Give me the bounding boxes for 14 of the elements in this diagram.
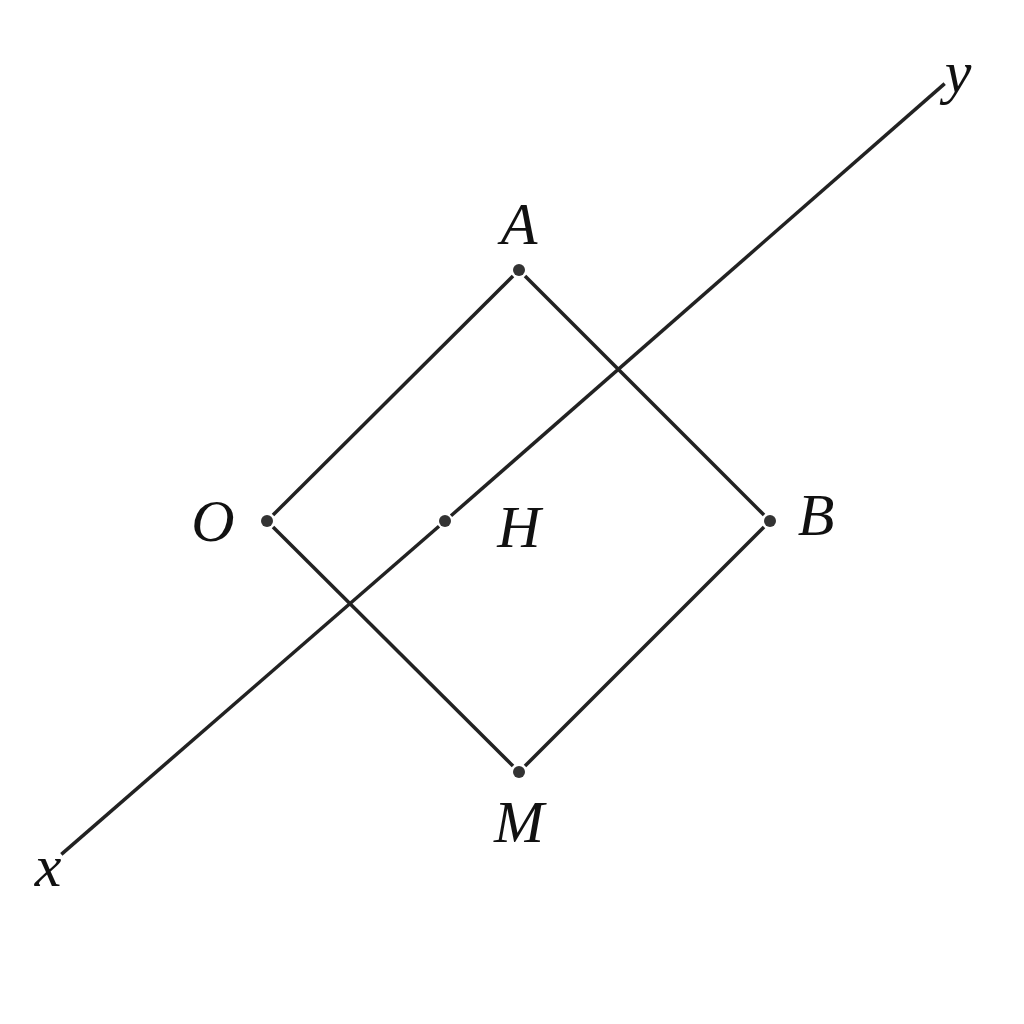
point-dot bbox=[764, 515, 776, 527]
point-label: O bbox=[191, 491, 235, 551]
line-segment bbox=[60, 524, 441, 856]
point-dot bbox=[439, 515, 451, 527]
line-segment bbox=[271, 274, 515, 517]
point-dot bbox=[513, 766, 525, 778]
axis-label: x bbox=[34, 836, 62, 896]
line-segment bbox=[271, 525, 515, 768]
point-dot bbox=[261, 515, 273, 527]
line-segment bbox=[523, 525, 766, 768]
line-segment bbox=[449, 82, 946, 518]
point-label: B bbox=[797, 485, 835, 545]
point-dot bbox=[513, 264, 525, 276]
line-segment bbox=[523, 274, 766, 517]
